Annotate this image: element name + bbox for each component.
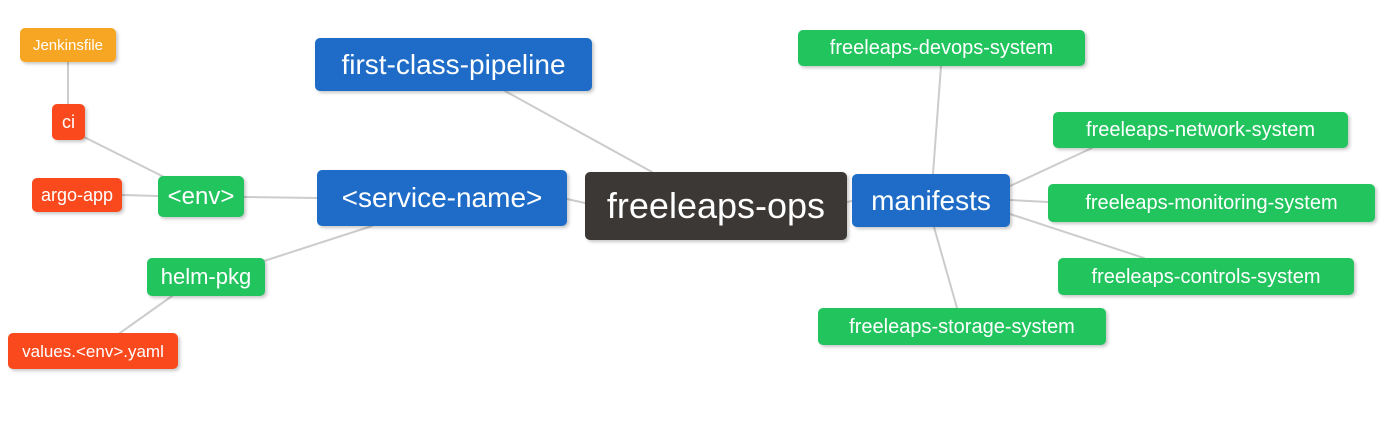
node-env[interactable]: <env> [158,176,244,217]
edge-service-name-to-freeleaps-ops [566,198,586,204]
edge-manifests-to-freeleaps-devops-system [932,65,942,175]
node-service-name[interactable]: <service-name> [317,170,567,226]
edge-manifests-to-freeleaps-network-system [1009,147,1093,187]
node-freeleaps-controls-system[interactable]: freeleaps-controls-system [1058,258,1354,295]
edge-env-to-service-name [243,196,318,199]
edge-helm-pkg-to-service-name [263,225,373,262]
node-freeleaps-monitoring-system[interactable]: freeleaps-monitoring-system [1048,184,1375,222]
node-freeleaps-storage-system[interactable]: freeleaps-storage-system [818,308,1106,345]
node-ci[interactable]: ci [52,104,85,140]
node-manifests[interactable]: manifests [852,174,1010,227]
edge-ci-to-env [83,136,167,179]
node-freeleaps-ops[interactable]: freeleaps-ops [585,172,847,240]
node-jenkinsfile[interactable]: Jenkinsfile [20,28,116,62]
edge-helm-pkg-to-values-env-yaml [119,295,173,334]
node-helm-pkg[interactable]: helm-pkg [147,258,265,296]
node-values-env-yaml[interactable]: values.<env>.yaml [8,333,178,369]
edge-argo-app-to-env [121,194,159,197]
edge-manifests-to-freeleaps-monitoring-system [1009,199,1049,203]
edge-first-class-pipeline-to-freeleaps-ops [504,90,653,173]
node-freeleaps-network-system[interactable]: freeleaps-network-system [1053,112,1348,148]
node-freeleaps-devops-system[interactable]: freeleaps-devops-system [798,30,1085,66]
node-first-class-pipeline[interactable]: first-class-pipeline [315,38,592,91]
node-argo-app[interactable]: argo-app [32,178,122,212]
edge-manifests-to-freeleaps-storage-system [933,226,958,309]
